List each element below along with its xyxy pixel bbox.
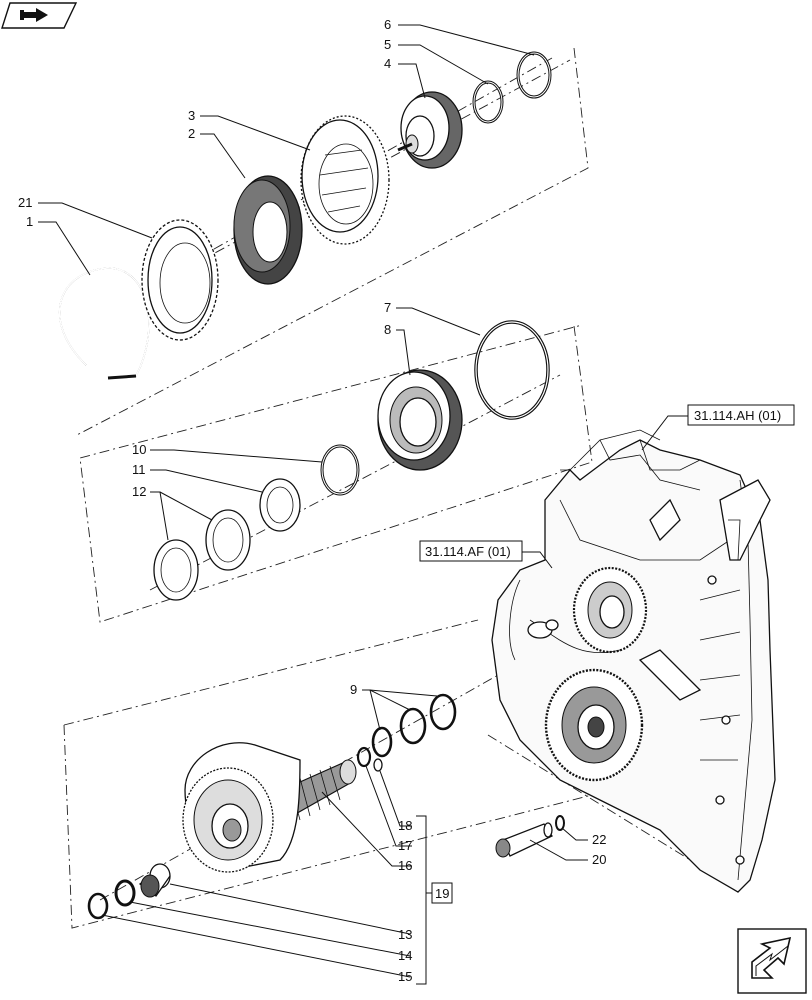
callout-labels: 6 5 4 3 2 21 1 7 8 10 11 12 9 18 17 16 1…	[18, 17, 606, 984]
part-20-plate	[141, 219, 219, 341]
callout-11: 11	[132, 462, 146, 477]
callout-14: 14	[398, 948, 412, 963]
part-15-snap-ring	[87, 892, 109, 920]
callout-3: 3	[188, 108, 195, 123]
kit-reference-19[interactable]: 19	[431, 882, 453, 904]
part-4-gear-hub	[397, 91, 463, 169]
callout-17: 17	[398, 838, 412, 853]
callout-10: 10	[132, 442, 146, 457]
callout-6: 6	[384, 17, 391, 32]
part-12-shims	[153, 509, 251, 601]
callout-21: 20	[592, 852, 606, 867]
callout-4: 4	[384, 56, 391, 71]
callout-9: 9	[350, 682, 357, 697]
reference-af[interactable]: 31.114.AF (01)	[419, 540, 523, 562]
part-2-friction-disc	[233, 175, 303, 285]
callout-18: 18	[398, 818, 412, 833]
leader-lines	[38, 24, 688, 985]
part-14-ring	[114, 879, 136, 907]
transmission-housing	[491, 429, 776, 893]
callout-16: 16	[398, 858, 412, 873]
part-17-ring	[356, 746, 372, 768]
callout-22: 22	[592, 832, 606, 847]
reference-ah[interactable]: 31.114.AH (01)	[687, 404, 795, 426]
callout-2: 2	[188, 126, 195, 141]
part-1-snap-ring	[59, 267, 150, 380]
callout-15: 15	[398, 969, 412, 984]
callout-13: 13	[398, 927, 412, 942]
book-arrow-icon[interactable]	[1, 2, 78, 29]
callout-8: 8	[384, 322, 391, 337]
part-16-clutch-drum-shaft	[182, 742, 357, 873]
part-22-o-ring	[555, 815, 565, 831]
part-21-bolt	[495, 822, 553, 858]
part-18-pin	[373, 758, 383, 772]
callout-20: 21	[18, 195, 32, 210]
callout-12: 12	[132, 484, 146, 499]
part-13-bushing	[138, 863, 171, 898]
callout-5: 5	[384, 37, 391, 52]
kit-reference-label: 19	[435, 886, 449, 901]
part-8-bearing	[377, 369, 463, 471]
part-3-drum-plate	[300, 115, 390, 245]
callout-7: 7	[384, 300, 391, 315]
reference-af-label: 31.114.AF (01)	[425, 544, 511, 559]
next-page-arrow-icon[interactable]	[737, 928, 807, 994]
reference-ah-label: 31.114.AH (01)	[694, 408, 781, 423]
part-11-shim	[259, 478, 301, 532]
callout-1: 1	[26, 214, 33, 229]
part-9-seal-rings	[371, 693, 457, 758]
